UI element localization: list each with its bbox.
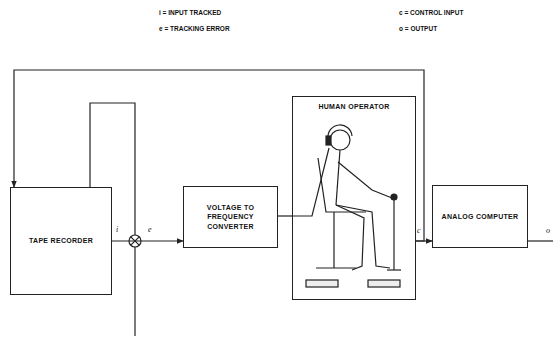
box-label: ANALOG COMPUTER — [438, 212, 523, 221]
process-box: TAPE RECORDER — [10, 187, 112, 295]
process-box: VOLTAGE TO FREQUENCY CONVERTER — [183, 186, 278, 248]
signal-name: e — [147, 226, 153, 235]
notation-key: o = OUTPUT — [398, 25, 438, 32]
signal-name: o — [545, 227, 551, 236]
signal-name: i — [115, 226, 119, 235]
headphone-wire — [293, 148, 329, 216]
signal-name: c — [416, 227, 422, 236]
notation-key: c = CONTROL INPUT — [398, 9, 464, 16]
box-label: VOLTAGE TO FREQUENCY CONVERTER — [184, 203, 277, 231]
loop-wire — [90, 103, 135, 235]
box-label: HUMAN OPERATOR — [314, 102, 393, 111]
box-label: TAPE RECORDER — [25, 236, 97, 245]
process-box: HUMAN OPERATOR — [292, 96, 416, 300]
signal-wire — [278, 215, 292, 216]
notation-key: e = TRACKING ERROR — [158, 25, 231, 32]
disturbance-wire — [134, 247, 135, 336]
process-box: ANALOG COMPUTER — [432, 185, 528, 248]
signal-wire — [112, 240, 183, 241]
operator-figure — [306, 125, 401, 287]
output-wire — [528, 240, 553, 241]
notation-key: i = INPUT TRACKED — [158, 9, 222, 16]
